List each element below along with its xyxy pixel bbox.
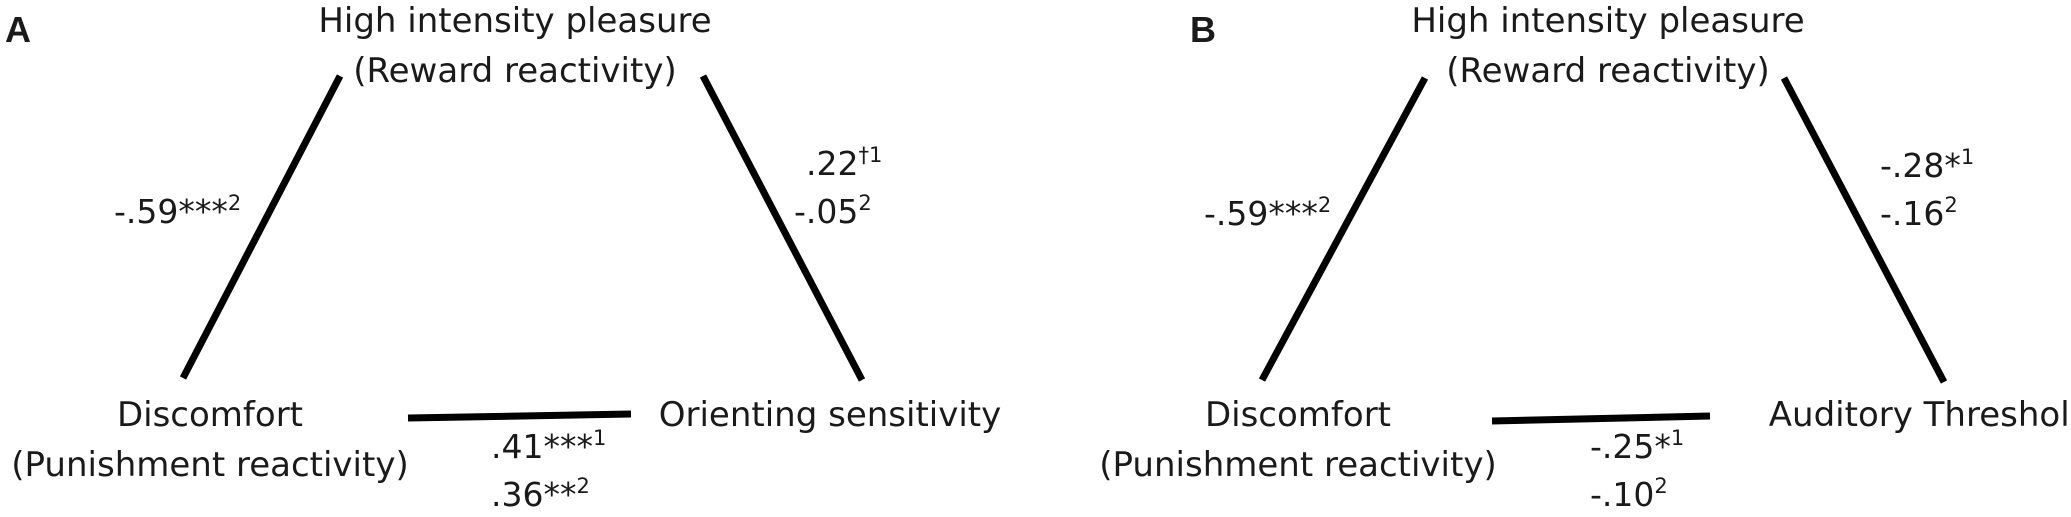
- panel-a-edge-top-left: [179, 74, 344, 380]
- panel-b-label: B: [1190, 9, 1216, 50]
- panel-a: A High intensity pleasure (Reward reacti…: [5, 1, 1001, 514]
- panel-a-edge-bottom: [407, 410, 632, 422]
- panel-a-node-top-line1: High intensity pleasure: [318, 1, 711, 41]
- panel-a-coef-bottom-1: .36**2: [491, 474, 590, 514]
- panel-b-edge-top-right: [1780, 76, 1948, 384]
- panel-b-coef-bottom-1: -.102: [1590, 474, 1668, 514]
- panel-b-node-right-line1: Auditory Threshold: [1769, 395, 2071, 435]
- panel-a-coef-left-0: -.59***2: [114, 191, 241, 231]
- panel-a-label: A: [5, 9, 31, 50]
- panel-b-coef-left-0: -.59***2: [1204, 193, 1331, 233]
- panel-b-coef-right-0: -.28*1: [1880, 145, 1974, 185]
- panel-a-node-left-line1: Discomfort: [117, 395, 303, 435]
- panel-a-coef-right-0: .22†1: [806, 143, 882, 183]
- panel-a-node-right-line1: Orienting sensitivity: [659, 395, 1002, 435]
- panel-a-node-top-line2: (Reward reactivity): [353, 51, 676, 91]
- panel-a-coef-right-1: -.052: [794, 191, 872, 231]
- panel-b-node-left-line2: (Punishment reactivity): [1099, 445, 1496, 485]
- panel-a-node-left-line2: (Punishment reactivity): [11, 445, 408, 485]
- panel-b-coef-bottom-0: -.25*1: [1590, 426, 1684, 466]
- panel-b-node-top-line1: High intensity pleasure: [1411, 1, 1804, 41]
- panel-b-node-left-line1: Discomfort: [1205, 395, 1391, 435]
- panel-b-edge-bottom: [1491, 412, 1711, 425]
- panel-b-edge-top-left: [1258, 76, 1429, 382]
- panel-b: B High intensity pleasure (Reward reacti…: [1099, 1, 2071, 514]
- panel-b-node-top-line2: (Reward reactivity): [1446, 51, 1769, 91]
- panel-a-coef-bottom-0: .41***1: [491, 426, 606, 466]
- panel-a-edge-top-right: [699, 74, 866, 382]
- panel-b-coef-right-1: -.162: [1880, 193, 1958, 233]
